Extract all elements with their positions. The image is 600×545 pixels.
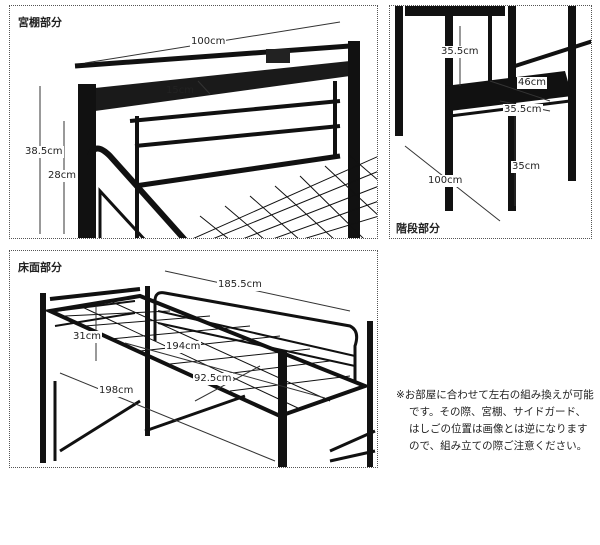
floor-panel-title: 床面部分 bbox=[18, 261, 62, 274]
ladder-panel-title: 階段部分 bbox=[396, 222, 440, 235]
ladder-step-gap-label: 35cm bbox=[511, 161, 541, 173]
assembly-note-text: ※お部屋に合わせて左右の組み換えが可能です。その際、宮棚、サイドガード、はしごの… bbox=[396, 389, 594, 452]
floor-rail-height-label: 31cm bbox=[72, 331, 102, 343]
shelf-width-label: 100cm bbox=[190, 36, 227, 48]
ladder-step-depth-label: 35.5cm bbox=[503, 104, 543, 116]
floor-panel: 床面部分 185.5cm 31cm 1 bbox=[9, 250, 378, 468]
ladder-step-width-label: 46cm bbox=[517, 77, 547, 89]
shelf-depth-label: 15cm bbox=[166, 85, 194, 96]
floor-rail-length-label: 185.5cm bbox=[217, 279, 263, 291]
floor-inner-width-label: 92.5cm bbox=[193, 373, 233, 385]
shelf-inner-height-label: 28cm bbox=[47, 170, 77, 182]
shelf-total-height-label: 38.5cm bbox=[24, 146, 64, 158]
shelf-illustration bbox=[39, 21, 377, 238]
floor-total-length-label: 198cm bbox=[98, 385, 135, 397]
ladder-length-label: 100cm bbox=[427, 175, 464, 187]
shelf-panel-title: 宮棚部分 bbox=[18, 16, 62, 29]
ladder-illustration bbox=[395, 6, 591, 222]
floor-inner-length-label: 194cm bbox=[165, 341, 202, 353]
shelf-panel: 宮棚部分 100cm 15c bbox=[9, 5, 378, 239]
ladder-panel: 35.5cm 46cm 35.5cm 35cm 100cm 階段部分 bbox=[389, 5, 592, 239]
floor-illustration bbox=[40, 270, 376, 467]
ladder-step-height-label: 35.5cm bbox=[440, 46, 480, 58]
assembly-note: ※お部屋に合わせて左右の組み換えが可能です。その際、宮棚、サイドガード、はしごの… bbox=[396, 387, 596, 455]
